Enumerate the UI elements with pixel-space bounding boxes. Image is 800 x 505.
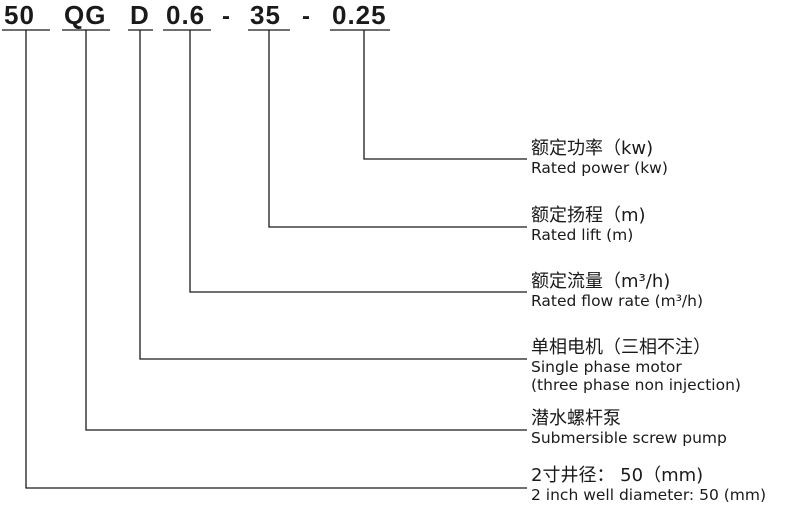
annotation-diameter-zh: 2寸井径： 50（mm) — [531, 465, 704, 486]
annotation-motor-en-line2: (three phase non injection) — [531, 376, 741, 394]
annotation-power-zh: 额定功率（kw) — [531, 138, 654, 159]
annotation-diameter-en: 2 inch well diameter: 50 (mm) — [531, 486, 767, 504]
annotation-flow-en: Rated flow rate (m³/h) — [531, 292, 704, 310]
code-pump-type: QG — [64, 0, 107, 30]
code-power: 0.25 — [332, 0, 387, 30]
annotation-diameter: 2寸井径： 50（mm) 2 inch well diameter: 50 (m… — [531, 465, 767, 505]
code-lift: 35 — [250, 0, 281, 30]
annotation-power: 额定功率（kw) Rated power (kw) — [531, 138, 668, 178]
code-motor-type: D — [130, 0, 150, 30]
leader-power — [363, 30, 527, 160]
annotation-flow: 额定流量（m³/h) Rated flow rate (m³/h) — [531, 271, 704, 311]
annotation-pump-zh: 潜水螺杆泵 — [531, 408, 621, 429]
code-separator: - — [222, 3, 230, 30]
annotation-motor: 单相电机（三相不注） Single phase motor (three pha… — [531, 337, 741, 395]
leader-flow — [189, 30, 527, 293]
annotation-lift-en: Rated lift (m) — [531, 226, 634, 244]
leader-lift — [268, 30, 527, 228]
code-separator: - — [302, 3, 310, 30]
annotation-pump: 潜水螺杆泵 Submersible screw pump — [531, 408, 727, 448]
leader-motor — [139, 30, 527, 360]
annotation-lift-zh: 额定扬程（m) — [531, 205, 646, 226]
annotation-flow-zh: 额定流量（m³/h) — [531, 271, 671, 292]
code-diameter: 50 — [4, 0, 35, 30]
annotation-motor-zh: 单相电机（三相不注） — [531, 337, 711, 358]
annotation-pump-en: Submersible screw pump — [531, 429, 727, 447]
leader-diameter — [25, 30, 527, 489]
code-flow: 0.6 — [166, 0, 206, 30]
annotation-lift: 额定扬程（m) Rated lift (m) — [531, 205, 646, 245]
annotation-power-en: Rated power (kw) — [531, 159, 668, 177]
leader-pump — [85, 30, 527, 431]
annotation-motor-en-line1: Single phase motor — [531, 358, 682, 376]
